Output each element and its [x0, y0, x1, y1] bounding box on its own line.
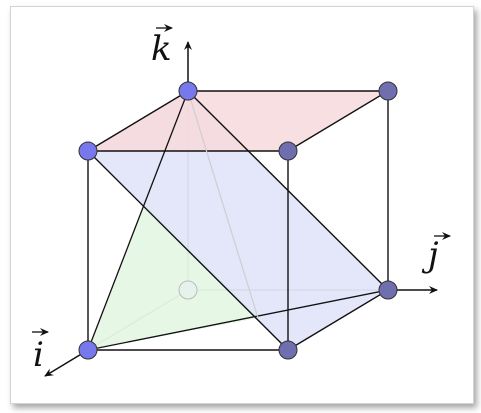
vertex-jk — [378, 81, 398, 101]
label-k-text: k — [151, 29, 172, 69]
tetrahedron-face — [88, 205, 258, 350]
plane-diagonal-back — [187, 90, 389, 291]
label-j: j — [421, 232, 451, 275]
vertex-i — [78, 340, 98, 360]
cube-edges — [87, 90, 389, 351]
vertex-ijk — [278, 141, 298, 161]
vertex-origin — [178, 280, 198, 300]
tetra-edge-left — [87, 90, 189, 351]
edge-bottom-right — [287, 289, 389, 351]
vertices — [78, 81, 398, 360]
label-i: i — [32, 328, 49, 375]
top-face — [88, 91, 388, 151]
tetra-edges — [87, 90, 389, 351]
edge-top-right — [287, 90, 389, 152]
tetra-edge-bottom — [87, 289, 389, 351]
edge-top-left — [87, 90, 189, 152]
tetra-edge-hidden — [187, 90, 259, 319]
label-j-text: j — [421, 235, 439, 275]
vertex-ij — [278, 340, 298, 360]
vertex-k — [178, 81, 198, 101]
vertex-ik — [78, 141, 98, 161]
label-k: k — [151, 24, 173, 69]
vertex-j — [378, 280, 398, 300]
label-i-text: i — [33, 335, 44, 375]
